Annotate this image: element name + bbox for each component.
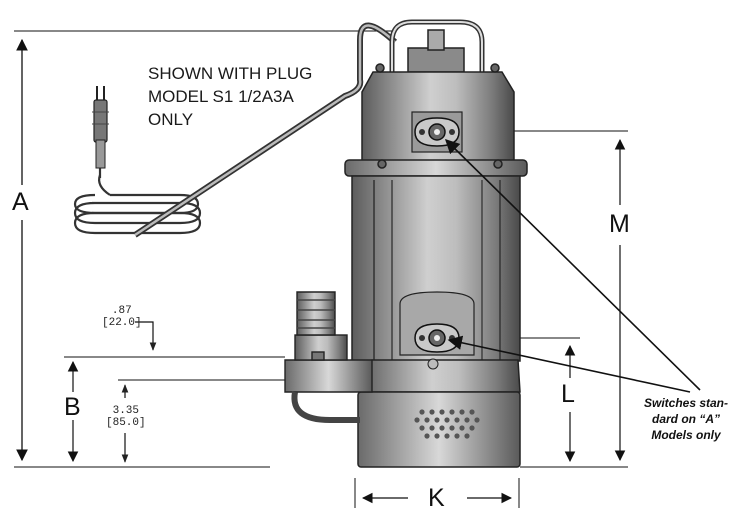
- dimension-k: [354, 478, 520, 508]
- discharge-outlet: [284, 291, 373, 423]
- dimension-m-label: M: [609, 210, 630, 238]
- plug-note-line-3: ONLY: [148, 110, 194, 129]
- discharge-height-dimension: 3.35 [85.0]: [106, 405, 146, 429]
- switch-note-line-1: Switches stan-: [643, 396, 729, 410]
- dimension-k-label: K: [428, 484, 445, 511]
- switch-note: Switches stan- dard on “A” Models only: [636, 395, 736, 443]
- plug-note-line-2: MODEL S1 1/2A3A: [148, 87, 294, 106]
- offset-inches: .87: [111, 305, 132, 317]
- dimension-a-label: A: [12, 188, 29, 216]
- switch-note-line-3: Models only: [651, 428, 721, 442]
- dimension-b: [64, 321, 285, 463]
- upper-switch-port: [411, 111, 463, 153]
- power-cord-coil: [73, 165, 202, 235]
- switch-leader-arrows: [444, 138, 701, 393]
- strainer-holes: [414, 409, 480, 439]
- discharge-height-mm: [85.0]: [106, 417, 146, 429]
- offset-dimension: .87 [22.0]: [102, 305, 142, 329]
- plug-model-note: SHOWN WITH PLUG MODEL S1 1/2A3A ONLY: [148, 62, 312, 131]
- plug-note-line-1: SHOWN WITH PLUG: [148, 64, 313, 83]
- offset-mm: [22.0]: [102, 317, 142, 329]
- pump-body: [344, 19, 528, 468]
- dimension-l-label: L: [561, 380, 575, 408]
- dimension-a: [14, 30, 395, 468]
- plug-icon: [92, 86, 109, 169]
- discharge-height-inches: 3.35: [112, 405, 139, 417]
- switch-note-line-2: dard on “A”: [652, 412, 720, 426]
- dimension-b-label: B: [64, 393, 81, 421]
